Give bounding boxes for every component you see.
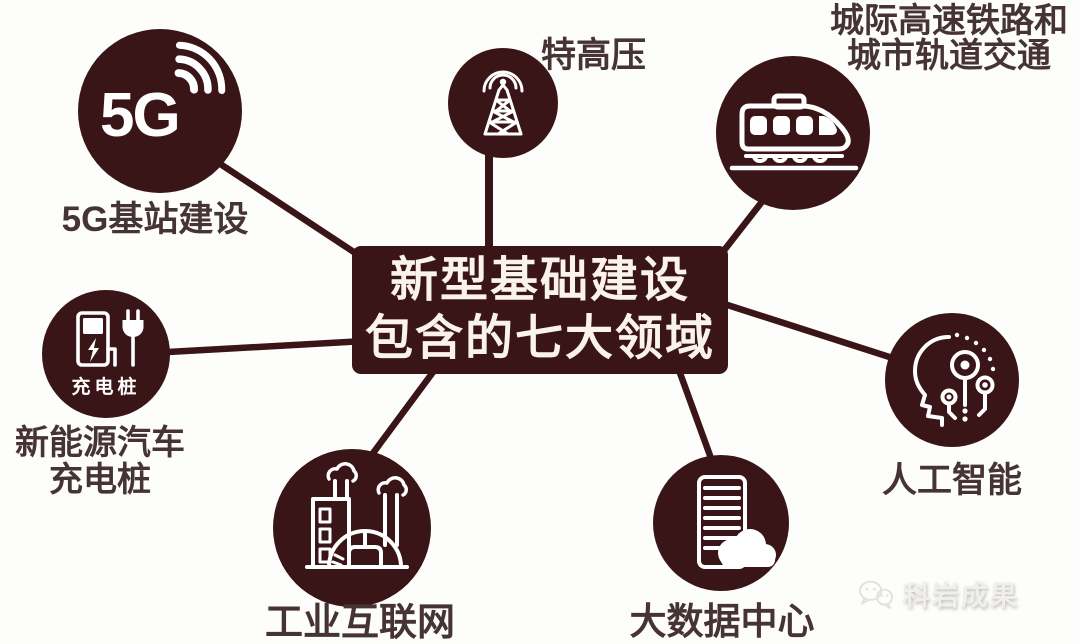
- node-rail-circle: [716, 56, 870, 210]
- node-rail-label: 城际高速铁路和 城市轨道交通: [818, 4, 1080, 73]
- node-rail-label-line1: 城际高速铁路和: [830, 2, 1068, 40]
- node-ai-circle: [885, 313, 1019, 447]
- connector-data: [672, 358, 720, 476]
- 5g-signal-icon: [174, 41, 226, 95]
- node-industry-label: 工业互联网: [264, 602, 455, 644]
- connector-ev: [146, 337, 369, 357]
- center-title-line1: 新型基础建设: [389, 254, 690, 308]
- 5g-badge: 5G: [100, 81, 181, 150]
- node-5g-label: 5G基站建设: [61, 200, 249, 239]
- node-ev-label: 新能源汽车 充电桩: [2, 425, 198, 498]
- transmission-tower-icon: [482, 70, 524, 136]
- node-industry-circle: [273, 449, 431, 607]
- center-title-line2: 包含的七大领域: [364, 312, 715, 365]
- high-speed-train-icon: [729, 93, 859, 171]
- node-ev-label-line2: 充电桩: [49, 460, 151, 499]
- node-ai-label: 人工智能: [881, 461, 1022, 500]
- wechat-icon: [858, 580, 894, 609]
- ai-head-circuit-icon: [913, 332, 996, 427]
- connector-ai: [711, 297, 909, 366]
- node-ev-label-line1: 新能源汽车: [15, 424, 185, 462]
- node-ev-circle: 充电桩: [42, 290, 170, 418]
- ev-circle-caption: 充电桩: [71, 377, 141, 398]
- watermark-text: 科岩成果: [903, 581, 1019, 611]
- node-data-circle: [653, 455, 789, 591]
- connector-industry: [358, 356, 446, 472]
- node-5g-circle: 5G: [78, 29, 242, 193]
- node-uhv-circle: [448, 48, 558, 158]
- node-uhv-label: 特高压: [541, 36, 647, 75]
- center-title-box: 新型基础建设 包含的七大领域: [352, 246, 728, 374]
- node-rail-label-line2: 城市轨道交通: [847, 36, 1051, 75]
- node-data-label: 大数据中心: [629, 601, 815, 642]
- watermark: 科岩成果: [856, 574, 1019, 613]
- server-cloud-icon: [697, 475, 776, 569]
- ev-charging-pile-icon: [76, 309, 144, 367]
- factory-icon: [305, 462, 409, 569]
